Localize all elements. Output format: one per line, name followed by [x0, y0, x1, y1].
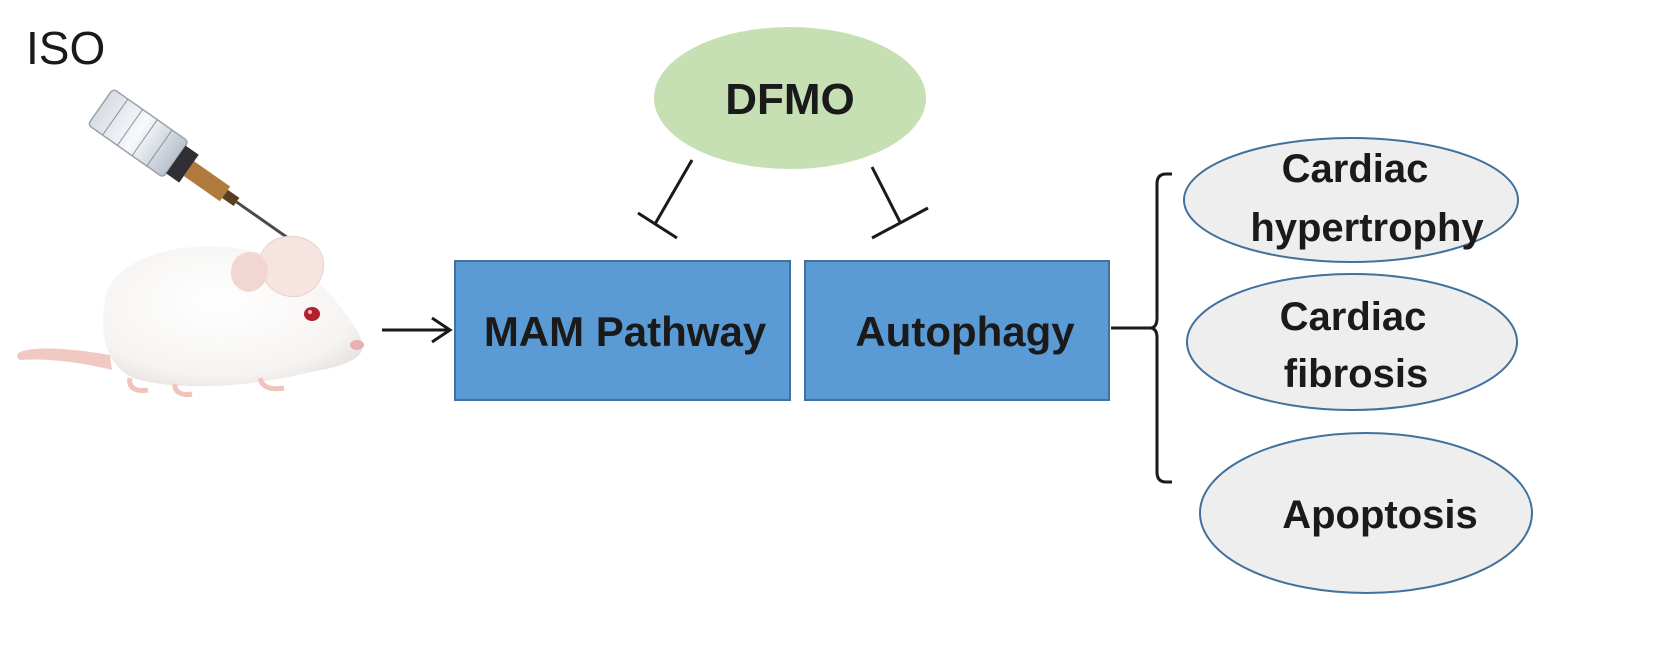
inhibitor-node: DFMO	[654, 27, 926, 169]
outcome-apoptosis: Apoptosis	[1199, 432, 1533, 594]
inhibition-line-mam	[637, 159, 694, 240]
outcome-line: Apoptosis	[1282, 493, 1478, 537]
outcome-line: fibrosis	[1284, 352, 1428, 396]
stimulus-label: ISO	[26, 22, 105, 74]
outcome-bracket	[1111, 172, 1172, 484]
autophagy-box: Autophagy	[804, 260, 1110, 401]
outcome-cardiac-fibrosis: Cardiac fibrosis	[1186, 273, 1518, 411]
mouse-icon	[17, 235, 364, 397]
inhibitor-ellipse	[654, 27, 926, 169]
outcome-line: hypertrophy	[1250, 206, 1484, 250]
mam-pathway-box: MAM Pathway	[454, 260, 791, 401]
inhibitor-label: DFMO	[725, 75, 855, 124]
inhibition-line-autophagy	[870, 166, 929, 240]
outcome-cardiac-hypertrophy: Cardiac hypertrophy	[1183, 137, 1519, 263]
autophagy-label: Autophagy	[855, 308, 1075, 355]
mam-pathway-label: MAM Pathway	[484, 308, 767, 355]
outcome-line: Cardiac	[1282, 147, 1429, 191]
outcome-line: Cardiac	[1280, 295, 1427, 339]
arrow-mouse-to-mam	[382, 316, 453, 344]
